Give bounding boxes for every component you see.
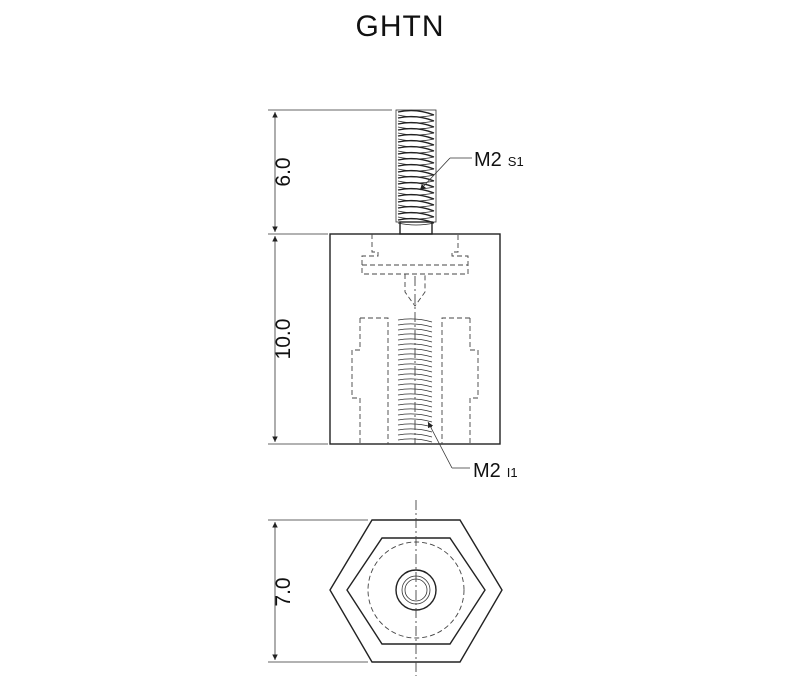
- hex-dimension: 7.0: [268, 519, 368, 663]
- stud-thread-suffix: S1: [508, 154, 524, 169]
- body-length-dimension: 10.0: [272, 319, 295, 360]
- side-view: [329, 109, 501, 445]
- stud-thread: [395, 109, 437, 235]
- stud-thread-label: M2: [474, 149, 502, 171]
- end-view: [329, 500, 503, 676]
- hex-width-dimension: 7.0: [272, 577, 295, 606]
- internal-thread-suffix: I1: [507, 465, 518, 480]
- internal-thread-callout: M2 I1: [427, 421, 518, 482]
- internal-thread-label: M2: [473, 460, 501, 482]
- stud-length-dimension: 6.0: [272, 157, 295, 186]
- hidden-lines: [351, 234, 479, 444]
- drawing-title: GHTN: [355, 10, 445, 43]
- dimension-lines: 6.0 10.0: [268, 109, 392, 445]
- stud-thread-callout: M2 S1: [419, 149, 524, 191]
